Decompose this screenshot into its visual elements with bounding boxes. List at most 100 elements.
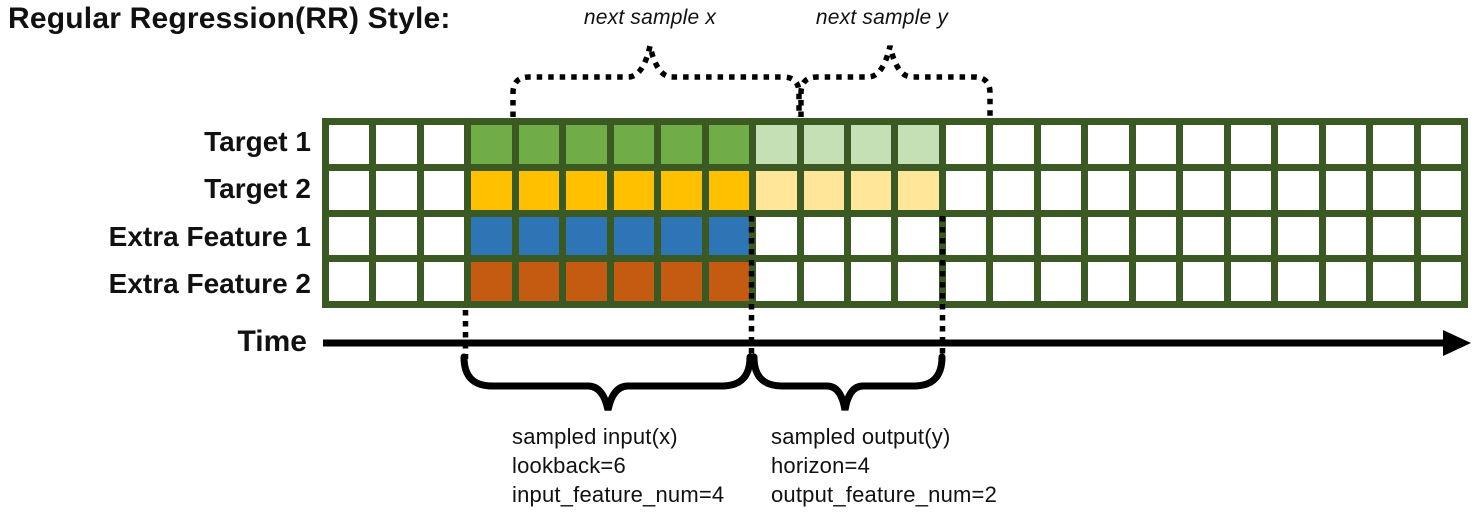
- grid-cell: [1183, 125, 1224, 164]
- grid-cell: [471, 216, 512, 256]
- next-sample-y-label: next sample y: [815, 6, 949, 29]
- grid-cell: [803, 216, 845, 256]
- grid-cell: [613, 125, 655, 164]
- grid-cell: [1325, 125, 1367, 164]
- grid-cell: [566, 262, 607, 301]
- grid-cell: [1040, 125, 1082, 164]
- grid-cell: [1183, 262, 1224, 301]
- sampled-output-note: sampled output(y) horizon=4 output_featu…: [771, 422, 997, 509]
- grid-cell: [1183, 216, 1224, 256]
- grid-cell: [756, 125, 797, 164]
- grid-cell: [1278, 262, 1319, 301]
- sampled-output-brace: [750, 353, 946, 411]
- sampling-grid: [322, 118, 1468, 308]
- grid-cell: [1373, 125, 1414, 164]
- grid-cell: [945, 216, 987, 256]
- grid-cell: [708, 262, 750, 301]
- grid-cell: [471, 262, 512, 301]
- input-feature-num-value: input_feature_num=4: [512, 482, 725, 507]
- grid-cell: [376, 262, 417, 301]
- grid-cell: [803, 262, 845, 301]
- grid-cell: [851, 170, 892, 210]
- grid-cell: [566, 170, 607, 210]
- row-label-extra-feature-2: Extra Feature 2: [108, 267, 311, 299]
- grid-cell: [803, 125, 845, 164]
- grid-cell: [518, 262, 560, 301]
- diagram-title: Regular Regression(RR) Style:: [8, 2, 451, 35]
- grid-cell: [708, 170, 750, 210]
- lookback-value: lookback=6: [512, 453, 626, 478]
- row-label-target-2: Target 2: [204, 172, 311, 204]
- time-axis-arrowhead: [1443, 330, 1471, 356]
- output-feature-num-value: output_feature_num=2: [771, 482, 998, 507]
- grid-cell: [613, 170, 655, 210]
- grid-cell: [1135, 170, 1177, 210]
- grid-cell: [993, 262, 1034, 301]
- grid-cell: [1325, 170, 1367, 210]
- grid-cell: [993, 170, 1034, 210]
- next-sample-y-brace: [798, 45, 993, 117]
- grid-cell: [423, 170, 465, 210]
- time-axis-label: Time: [237, 325, 307, 358]
- grid-cell: [803, 170, 845, 210]
- grid-cell: [376, 170, 417, 210]
- grid-cell: [945, 125, 987, 164]
- grid-cell: [1088, 262, 1129, 301]
- grid-cell: [708, 216, 750, 256]
- grid-cell: [1373, 262, 1414, 301]
- grid-cell: [993, 216, 1034, 256]
- grid-cell: [376, 125, 417, 164]
- grid-cell: [945, 170, 987, 210]
- grid-cell: [1373, 170, 1414, 210]
- grid-cell: [1420, 170, 1461, 210]
- grid-cell: [1040, 216, 1082, 256]
- grid-cell: [376, 216, 417, 256]
- next-sample-x-label: next sample x: [583, 6, 717, 29]
- horizon-value: horizon=4: [771, 453, 871, 478]
- sampled-output-title: sampled output(y): [771, 424, 951, 449]
- grid-cell: [1230, 170, 1272, 210]
- grid-cell: [661, 170, 702, 210]
- grid-cell: [661, 125, 702, 164]
- grid-cell: [518, 125, 560, 164]
- grid-cell: [1135, 262, 1177, 301]
- grid-cell: [471, 170, 512, 210]
- grid-cell: [851, 216, 892, 256]
- grid-cell: [1135, 216, 1177, 256]
- grid-cell: [1230, 262, 1272, 301]
- grid-cell: [898, 170, 939, 210]
- grid-cell: [1373, 216, 1414, 256]
- grid-cell: [423, 125, 465, 164]
- grid-cell: [661, 216, 702, 256]
- grid-cell: [1183, 170, 1224, 210]
- sampled-input-note: sampled input(x) lookback=6 input_featur…: [512, 422, 724, 509]
- grid-cell: [1040, 170, 1082, 210]
- grid-cell: [661, 262, 702, 301]
- grid-cell: [566, 216, 607, 256]
- sampled-input-title: sampled input(x): [512, 424, 678, 449]
- grid-cell: [1278, 125, 1319, 164]
- grid-cell: [1325, 262, 1367, 301]
- next-sample-x-brace: [510, 45, 802, 117]
- grid-cell: [756, 262, 797, 301]
- grid-cell: [1230, 216, 1272, 256]
- sampled-input-brace: [460, 353, 754, 411]
- grid-cell: [423, 216, 465, 256]
- grid-cell: [898, 125, 939, 164]
- grid-cell: [898, 216, 939, 256]
- grid-cell: [1040, 262, 1082, 301]
- grid-cell: [1088, 216, 1129, 256]
- grid-cell: [518, 170, 560, 210]
- grid-cell: [329, 170, 370, 210]
- row-label-extra-feature-1: Extra Feature 1: [108, 220, 311, 252]
- grid-cell: [756, 216, 797, 256]
- grid-cell: [1088, 125, 1129, 164]
- grid-cell: [1088, 170, 1129, 210]
- grid-cell: [471, 125, 512, 164]
- grid-cell: [1135, 125, 1177, 164]
- grid-cell: [1278, 216, 1319, 256]
- grid-cell: [851, 125, 892, 164]
- grid-cell: [1278, 170, 1319, 210]
- grid-cell: [423, 262, 465, 301]
